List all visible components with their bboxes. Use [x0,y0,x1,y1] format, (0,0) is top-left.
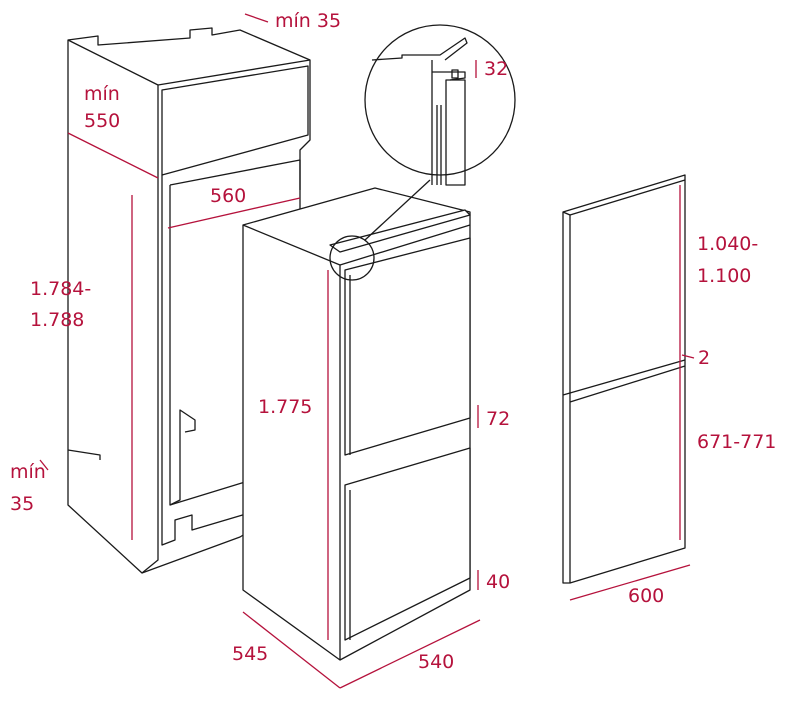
label-bottom-min: mín [10,461,46,483]
label-top-min-35: mín 35 [275,10,341,32]
label-width-560: 560 [210,185,246,207]
label-niche-height-2: 1.788 [30,309,84,331]
detail-callout-marker [329,235,375,281]
label-depth-min: mín [84,83,120,105]
label-panel-width: 600 [628,585,664,607]
door-panel [562,174,686,584]
label-upper-door-1: 1.040- [697,233,758,255]
label-fridge-depth: 545 [232,643,268,665]
label-detail-32: 32 [484,58,508,80]
label-gap-40: 40 [486,571,510,593]
dimension-labels: mín 35 mín 550 560 1.784- 1.788 mín 35 1… [10,10,776,673]
label-gap-72: 72 [486,408,510,430]
label-bottom-35: 35 [10,493,34,515]
upper-door [344,237,471,456]
label-depth-550: 550 [84,110,120,132]
label-lower-door: 671-771 [697,431,776,453]
dimension-lines [39,13,695,689]
lower-door [344,447,471,641]
detail-magnifier [364,24,516,241]
label-door-gap: 2 [698,347,710,369]
label-fridge-width: 540 [418,651,454,673]
label-upper-door-2: 1.100 [697,265,751,287]
label-fridge-height: 1.775 [258,396,312,418]
fridge-body [242,187,471,661]
label-niche-height-1: 1.784- [30,278,91,300]
